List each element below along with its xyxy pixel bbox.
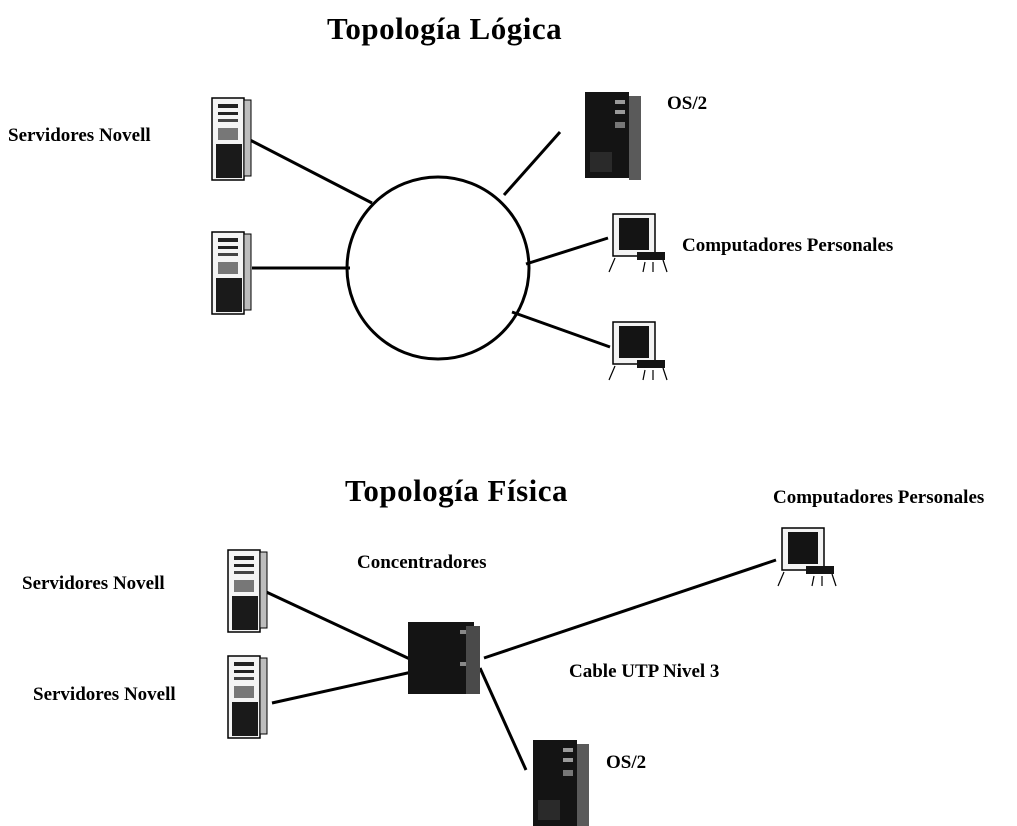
physical-connections (261, 558, 777, 771)
ring-network (345, 175, 531, 361)
os2-label: OS/2 (667, 93, 708, 114)
novell-servers-label: Servidores Novell (22, 573, 165, 594)
pc-icon (608, 213, 668, 273)
personal-computers-label: Computadores Personales (682, 235, 894, 256)
novell-servers-label: Servidores Novell (33, 684, 176, 705)
logical-connections (247, 131, 611, 349)
server-icon (227, 549, 268, 633)
novell-servers-label: Servidores Novell (8, 125, 151, 146)
server-icon (227, 655, 268, 739)
server-icon (211, 231, 252, 315)
hub-label: Concentradores (357, 552, 487, 573)
tower-icon (585, 92, 641, 180)
cable-label: Cable UTP Nivel 3 (569, 661, 720, 682)
logical-topology-title: Topología Lógica (327, 11, 563, 46)
os2-label: OS/2 (606, 752, 647, 773)
pc-icon (608, 321, 668, 381)
physical-topology-title: Topología Física (345, 473, 569, 508)
pc-icon (777, 527, 837, 587)
personal-computers-label: Computadores Personales (773, 487, 985, 508)
server-icon (211, 97, 252, 181)
tower-icon (533, 740, 589, 826)
hub-icon (408, 622, 480, 694)
